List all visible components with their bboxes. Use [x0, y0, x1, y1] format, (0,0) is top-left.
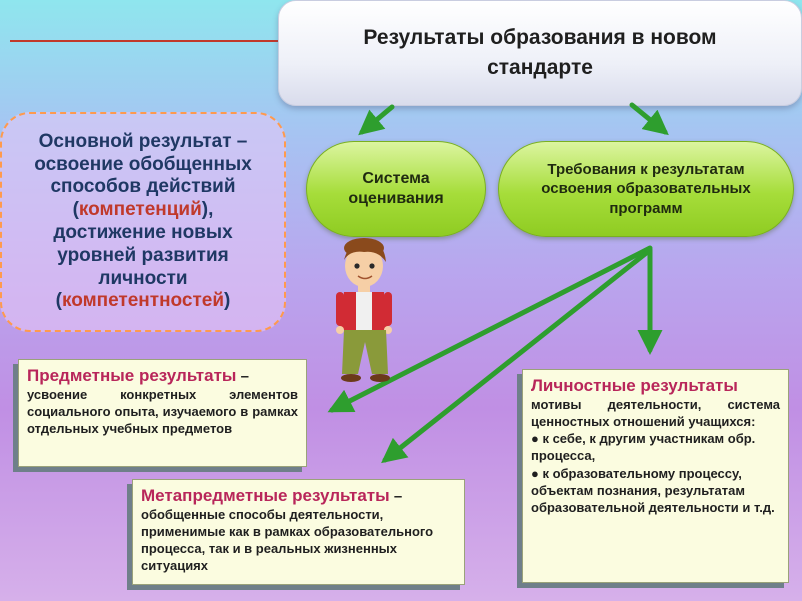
personal-results-item: ● к себе, к другим участникам обр. проце… — [531, 431, 756, 464]
title-box: Результаты образования в новом стандарте — [278, 0, 802, 106]
arrow-requirements-to-metasubject — [381, 247, 653, 464]
subject-results-card: Предметные результаты – усвоение конкрет… — [18, 359, 307, 467]
main-result-highlight-competences: компетентностей — [61, 290, 225, 312]
boy-figure-icon — [336, 238, 392, 382]
subject-results-title: Предметные результаты – — [27, 366, 298, 386]
metasubject-results-card: Метапредметные результаты – обобщенные с… — [132, 479, 465, 585]
main-result-highlight-competencies: компетенций — [78, 199, 202, 221]
personal-results-card: Личностные результаты мотивы деятельност… — [522, 369, 789, 583]
page-title: Результаты образования в новом стандарте — [363, 25, 717, 79]
main-result-part-1: Основной результат – освоение обобщенных… — [34, 130, 252, 221]
subject-results-body: усвоение конкретных элементов социальног… — [27, 387, 298, 437]
subject-results-dash: – — [236, 368, 249, 385]
decorative-rule — [10, 40, 278, 42]
main-result-part-2: ), достижение новых уровней развития лич… — [53, 199, 233, 312]
arrow-requirements-to-subject — [327, 245, 653, 413]
main-result-box: Основной результат – освоение обобщенных… — [0, 112, 286, 332]
metasubject-results-heading: Метапредметные результаты — [141, 486, 390, 505]
personal-results-intro: мотивы деятельности, система ценностных … — [531, 397, 780, 430]
main-result-text: Основной результат – освоение обобщенных… — [18, 131, 268, 313]
requirements-label: Требования к результатам освоения образо… — [541, 160, 751, 217]
metasubject-results-title: Метапредметные результаты – — [141, 486, 456, 506]
metasubject-results-dash: – — [389, 488, 403, 505]
personal-results-item: ● к образовательному процессу, объектам … — [531, 465, 775, 515]
personal-results-heading: Личностные результаты — [531, 376, 738, 395]
personal-results-list: ● к себе, к другим участникам обр. проце… — [531, 430, 780, 516]
arrow-title-to-evaluation — [358, 104, 395, 136]
metasubject-results-body: обобщенные способы деятельности, примени… — [141, 507, 434, 574]
main-result-part-3: ) — [224, 290, 231, 312]
arrow-title-to-requirements — [629, 102, 669, 136]
subject-results-heading: Предметные результаты — [27, 366, 237, 385]
requirements-node: Требования к результатам освоения образо… — [498, 141, 794, 237]
evaluation-system-label: Система оценивания — [348, 170, 444, 207]
evaluation-system-node: Система оценивания — [306, 141, 486, 237]
